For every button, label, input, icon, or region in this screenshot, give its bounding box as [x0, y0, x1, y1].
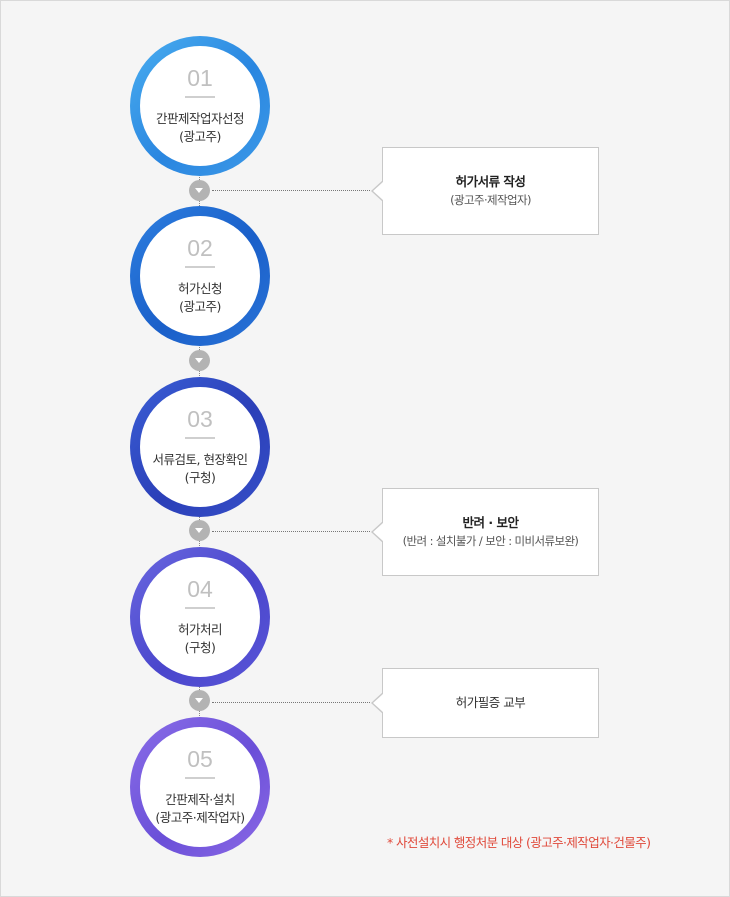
callout-permit-issue: 허가필증 교부 [371, 668, 599, 738]
step-number: 03 [185, 405, 215, 439]
step-title: 허가신청 [177, 281, 223, 296]
step-number: 01 [185, 64, 215, 98]
callout-subtitle: (반려 : 설치불가 / 보안 : 미비서류보완) [402, 534, 579, 548]
step-title: 간판제작업자선정 [155, 111, 245, 126]
step-number: 05 [185, 745, 215, 779]
step-5-circle: 05 간판제작·설치 (광고주·제작업자) [130, 717, 270, 857]
chevron-down-icon [189, 350, 210, 371]
step-4-circle: 04 허가처리 (구청) [130, 547, 270, 687]
step-actor: (구청) [184, 470, 216, 485]
step-actor: (광고주·제작업자) [155, 810, 245, 825]
step-actor: (구청) [184, 640, 216, 655]
callout-title: 반려 · 보안 [462, 515, 519, 530]
step-title: 허가처리 [177, 622, 223, 637]
step-title: 간판제작·설치 [165, 792, 235, 807]
callout-document-prep: 허가서류 작성 (광고주·제작업자) [371, 147, 599, 235]
step-number: 02 [185, 234, 215, 268]
step-3-circle: 03 서류검토, 현장확인 (구청) [130, 377, 270, 517]
callout-subtitle: (광고주·제작업자) [450, 193, 531, 207]
callout-title: 허가필증 교부 [455, 695, 526, 710]
step-actor: (광고주) [179, 299, 221, 314]
warning-note: * 사전설치시 행정처분 대상 (광고주·제작업자·건물주) [387, 835, 651, 850]
chevron-down-icon [189, 180, 210, 201]
step-actor: (광고주) [179, 129, 221, 144]
callout-title: 허가서류 작성 [455, 174, 526, 189]
step-2-circle: 02 허가신청 (광고주) [130, 206, 270, 346]
callout-reject-supplement: 반려 · 보안 (반려 : 설치불가 / 보안 : 미비서류보완) [371, 488, 599, 576]
step-number: 04 [185, 575, 215, 609]
chevron-down-icon [189, 690, 210, 711]
step-title: 서류검토, 현장확인 [152, 452, 248, 467]
step-1-circle: 01 간판제작업자선정 (광고주) [130, 36, 270, 176]
callout-connector [212, 702, 370, 703]
callout-connector [212, 531, 370, 532]
chevron-down-icon [189, 520, 210, 541]
callout-connector [212, 190, 370, 191]
